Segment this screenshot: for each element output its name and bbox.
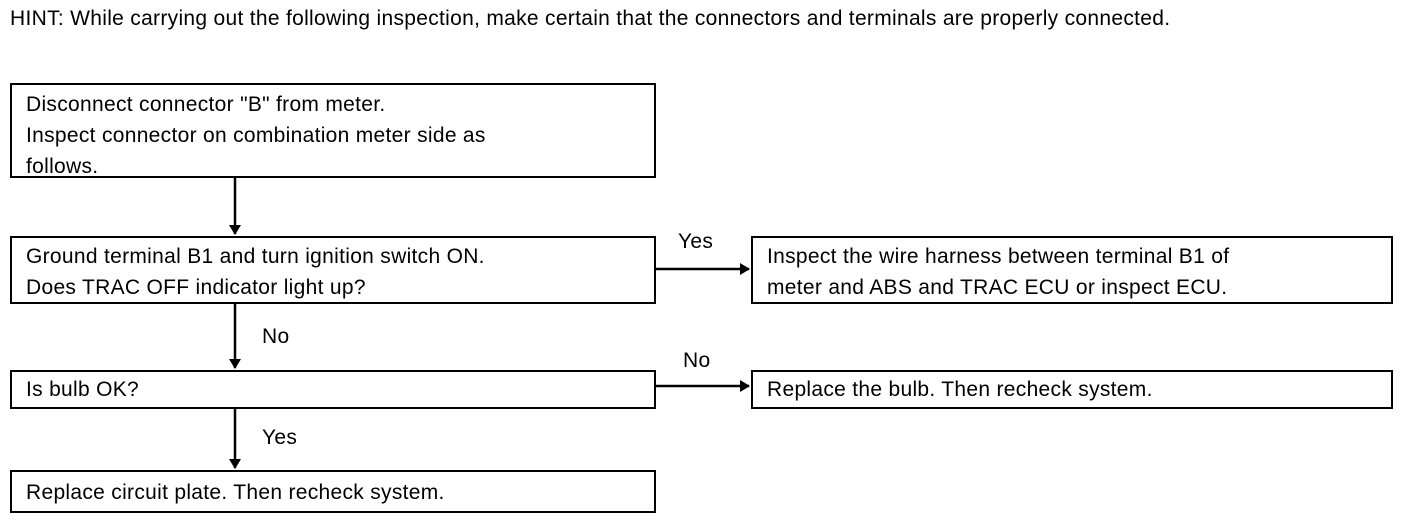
step-ground-terminal-question: Ground terminal B1 and turn ignition swi… <box>10 236 656 304</box>
branch-label-no: No <box>683 349 711 372</box>
step-inspect-wire-harness: Inspect the wire harness between termina… <box>751 236 1393 304</box>
step-text-line: Replace circuit plate. Then recheck syst… <box>26 481 445 504</box>
step-replace-circuit-plate: Replace circuit plate. Then recheck syst… <box>10 470 656 513</box>
step-disconnect-connector: Disconnect connector "B" from meter. Ins… <box>10 83 656 178</box>
step-replace-bulb: Replace the bulb. Then recheck system. <box>751 370 1393 409</box>
step-text-line: Inspect the wire harness between termina… <box>767 245 1230 268</box>
step-text-line: follows. <box>26 155 99 178</box>
step-text-line: Inspect connector on combination meter s… <box>26 124 486 147</box>
branch-label-yes: Yes <box>262 426 298 449</box>
step-text-line: Replace the bulb. Then recheck system. <box>767 378 1153 401</box>
step-text-line: Does TRAC OFF indicator light up? <box>26 276 366 299</box>
step-text-line: Ground terminal B1 and turn ignition swi… <box>26 245 485 268</box>
hint-text: HINT: While carrying out the following i… <box>10 7 1171 30</box>
step-bulb-ok-question: Is bulb OK? <box>10 370 656 409</box>
branch-label-no: No <box>262 325 290 348</box>
step-text-line: meter and ABS and TRAC ECU or inspect EC… <box>767 276 1228 299</box>
step-text-line: Disconnect connector "B" from meter. <box>26 93 386 116</box>
step-text-line: Is bulb OK? <box>26 378 140 401</box>
branch-label-yes: Yes <box>678 230 714 253</box>
